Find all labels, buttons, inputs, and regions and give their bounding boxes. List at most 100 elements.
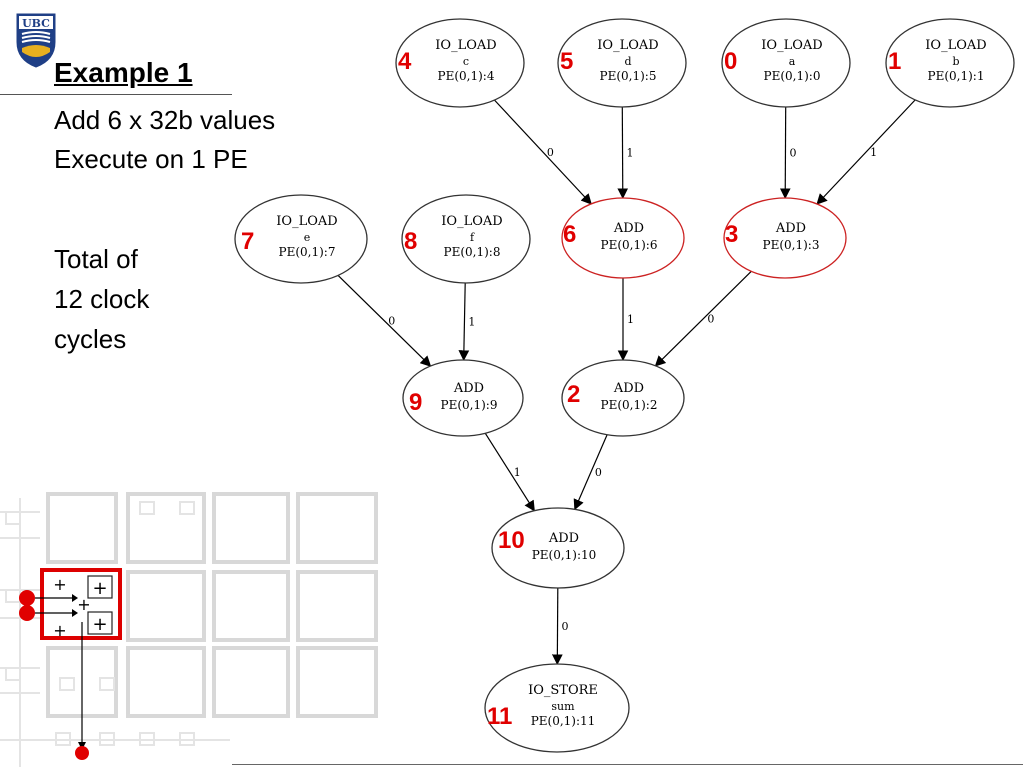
edge-n9-n10 — [484, 432, 535, 512]
adder-symbol-top: + — [92, 578, 107, 599]
description-line-2: Execute on 1 PE — [54, 144, 248, 174]
description-line-1: Add 6 x 32b values — [54, 105, 276, 135]
node-ellipse — [402, 359, 524, 437]
execution-order-number: 2 — [567, 381, 580, 408]
node-ellipse — [561, 359, 685, 437]
edge-n10-n11 — [551, 587, 563, 666]
input-dot-1 — [19, 590, 35, 606]
node-pe-label: PE(0,1):7 — [279, 245, 336, 259]
node-pe-label: PE(0,1):0 — [764, 69, 821, 83]
adder-symbol-bottom: + — [92, 614, 107, 635]
edge-label: 0 — [790, 147, 797, 160]
total-line-2: 12 clock — [54, 284, 150, 314]
input-op-symbol-1: + — [53, 575, 66, 594]
execution-order-number: 0 — [724, 48, 737, 75]
edge-n5-n6 — [617, 106, 629, 200]
node-op-label: ADD — [548, 531, 579, 546]
active-pe: + + + + + — [19, 568, 122, 760]
total-line-3: cycles — [54, 324, 127, 354]
node-arg-label: d — [624, 55, 631, 68]
node-arg-label: f — [470, 231, 475, 244]
node-n10[interactable]: ADD PE(0,1):10 10 — [491, 507, 625, 589]
node-pe-label: PE(0,1):1 — [928, 69, 985, 83]
edge-n8-n9 — [458, 282, 470, 362]
slide-title: Example 1 — [54, 57, 193, 88]
edge-n7-n9 — [337, 274, 432, 367]
node-arg-label: b — [952, 55, 959, 68]
execution-order-number: 10 — [498, 527, 525, 554]
ubc-logo: UBC — [16, 13, 56, 68]
edge-label: 1 — [627, 313, 634, 326]
edge-label: 1 — [627, 147, 634, 160]
execution-order-number: 7 — [241, 228, 254, 255]
nodes-layer: IO_LOADcPE(0,1):44IO_LOADdPE(0,1):55IO_L… — [234, 18, 1015, 753]
node-pe-label: PE(0,1):11 — [531, 714, 596, 728]
input-arrowheads — [72, 594, 78, 617]
edge-label: 0 — [707, 313, 714, 326]
title-rule — [0, 94, 232, 95]
node-ellipse — [234, 194, 368, 284]
node-ellipse — [723, 197, 847, 279]
edge-n4-n6 — [494, 99, 592, 205]
node-op-label: IO_LOAD — [925, 38, 986, 53]
edge-label: 1 — [870, 146, 877, 159]
node-ellipse — [557, 18, 687, 108]
edge-label: 1 — [514, 466, 521, 479]
edge-label: 0 — [547, 146, 554, 159]
edge-label: 1 — [468, 316, 475, 329]
node-op-label: IO_LOAD — [276, 214, 337, 229]
edge-n3-n2 — [654, 270, 752, 367]
edge-label: 0 — [388, 315, 395, 328]
input-dot-2 — [19, 605, 35, 621]
adder-box-top — [87, 575, 113, 599]
total-line-1: Total of — [54, 244, 138, 274]
node-pe-label: PE(0,1):6 — [601, 238, 658, 252]
node-n6[interactable]: ADD PE(0,1):6 6 — [561, 197, 685, 279]
node-op-label: ADD — [775, 221, 806, 236]
node-arg-label: sum — [551, 700, 575, 713]
node-pe-label: PE(0,1):8 — [444, 245, 501, 259]
node-pe-label: PE(0,1):5 — [600, 69, 657, 83]
node-op-label: IO_LOAD — [441, 214, 502, 229]
pe-array-cells — [46, 492, 378, 718]
node-op-label: IO_LOAD — [435, 38, 496, 53]
edge-label: 0 — [595, 466, 602, 479]
node-arg-label: e — [304, 231, 311, 244]
edge-n1-n3 — [816, 99, 916, 205]
output-dot — [75, 746, 89, 760]
node-pe-label: PE(0,1):10 — [532, 548, 597, 562]
node-ellipse — [721, 18, 851, 108]
node-op-label: IO_STORE — [528, 683, 598, 698]
execution-order-number: 8 — [404, 228, 417, 255]
execution-order-number: 5 — [560, 48, 573, 75]
pe-array-wires — [0, 498, 230, 767]
node-op-label: IO_LOAD — [761, 38, 822, 53]
node-op-label: IO_LOAD — [597, 38, 658, 53]
node-ellipse — [491, 507, 625, 589]
execution-order-number: 6 — [563, 221, 576, 248]
node-op-label: ADD — [613, 221, 644, 236]
node-ellipse — [561, 197, 685, 279]
node-op-label: ADD — [613, 381, 644, 396]
execution-order-number: 3 — [725, 221, 738, 248]
bottom-rule — [232, 764, 1023, 765]
pe-array-background: + + + + + — [0, 492, 378, 767]
edge-label: 0 — [562, 620, 569, 633]
node-arg-label: a — [789, 55, 796, 68]
input-op-symbol-2: + — [77, 595, 90, 614]
input-op-symbol-3: + — [53, 621, 66, 640]
node-ellipse — [401, 194, 531, 284]
